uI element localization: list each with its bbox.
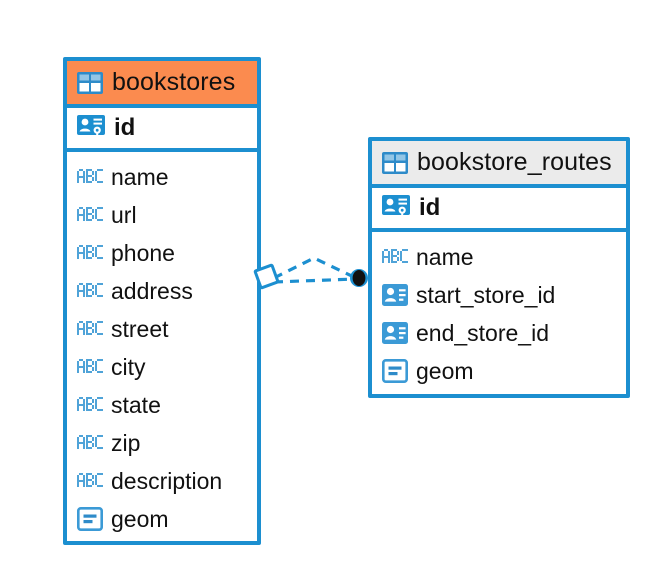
entity-bookstores-field-list: name u <box>67 152 257 542</box>
field-label: description <box>111 467 223 494</box>
field-row[interactable]: geom <box>372 352 626 390</box>
field-label: street <box>111 315 169 342</box>
field-label: name <box>416 243 474 270</box>
field-label: geom <box>111 505 169 532</box>
field-label: start_store_id <box>416 281 556 308</box>
field-row[interactable]: address <box>67 272 257 310</box>
relationship-connector[interactable] <box>252 236 382 316</box>
primary-key-icon <box>382 195 410 221</box>
table-icon <box>77 71 103 94</box>
field-label: geom <box>416 357 474 384</box>
geometry-type-icon <box>76 506 103 531</box>
field-label: city <box>111 353 146 380</box>
field-row[interactable]: phone <box>67 234 257 272</box>
text-type-icon <box>77 473 103 489</box>
field-row[interactable]: end_store_id <box>372 314 626 352</box>
field-label: url <box>111 201 137 228</box>
foreign-key-icon <box>382 283 408 307</box>
field-label: end_store_id <box>416 319 549 346</box>
field-label: zip <box>111 429 141 456</box>
text-type-icon <box>77 321 103 337</box>
text-type-icon <box>77 169 103 185</box>
text-type-icon <box>77 435 103 451</box>
field-row[interactable]: street <box>67 310 257 348</box>
field-row[interactable]: state <box>67 386 257 424</box>
field-row[interactable]: geom <box>67 500 257 538</box>
relationship-branch-lower <box>273 277 357 284</box>
field-row[interactable]: zip <box>67 424 257 462</box>
relationship-branch-upper <box>273 256 357 280</box>
filled-circle-marker <box>350 269 368 287</box>
text-type-icon <box>77 283 103 299</box>
field-row[interactable]: name <box>372 238 626 276</box>
entity-bookstore-routes-title: bookstore_routes <box>417 148 612 176</box>
text-type-icon <box>77 359 103 375</box>
geometry-type-icon <box>381 358 408 383</box>
entity-bookstores-title: bookstores <box>112 68 236 96</box>
field-label: address <box>111 277 193 304</box>
text-type-icon <box>77 397 103 413</box>
entity-bookstore-routes-primary-key-label: id <box>419 194 441 221</box>
entity-bookstore-routes[interactable]: bookstore_routes id <box>368 137 630 398</box>
table-icon <box>382 151 408 174</box>
text-type-icon <box>77 207 103 223</box>
field-label: name <box>111 163 169 190</box>
diamond-marker <box>253 263 280 290</box>
text-type-icon <box>382 249 408 265</box>
entity-bookstore-routes-header[interactable]: bookstore_routes <box>372 141 626 188</box>
entity-bookstore-routes-field-list: name start_store_id <box>372 232 626 394</box>
field-row[interactable]: url <box>67 196 257 234</box>
entity-bookstore-routes-primary-key-row[interactable]: id <box>372 188 626 232</box>
field-row[interactable]: start_store_id <box>372 276 626 314</box>
primary-key-icon <box>77 115 105 141</box>
entity-bookstores-primary-key-label: id <box>114 114 136 141</box>
field-row[interactable]: city <box>67 348 257 386</box>
field-row[interactable]: description <box>67 462 257 500</box>
field-label: phone <box>111 239 175 266</box>
entity-bookstores[interactable]: bookstores id <box>63 57 261 545</box>
text-type-icon <box>77 245 103 261</box>
entity-bookstores-primary-key-row[interactable]: id <box>67 108 257 152</box>
entity-bookstores-header[interactable]: bookstores <box>67 61 257 108</box>
field-row[interactable]: name <box>67 158 257 196</box>
field-label: state <box>111 391 161 418</box>
foreign-key-icon <box>382 321 408 345</box>
